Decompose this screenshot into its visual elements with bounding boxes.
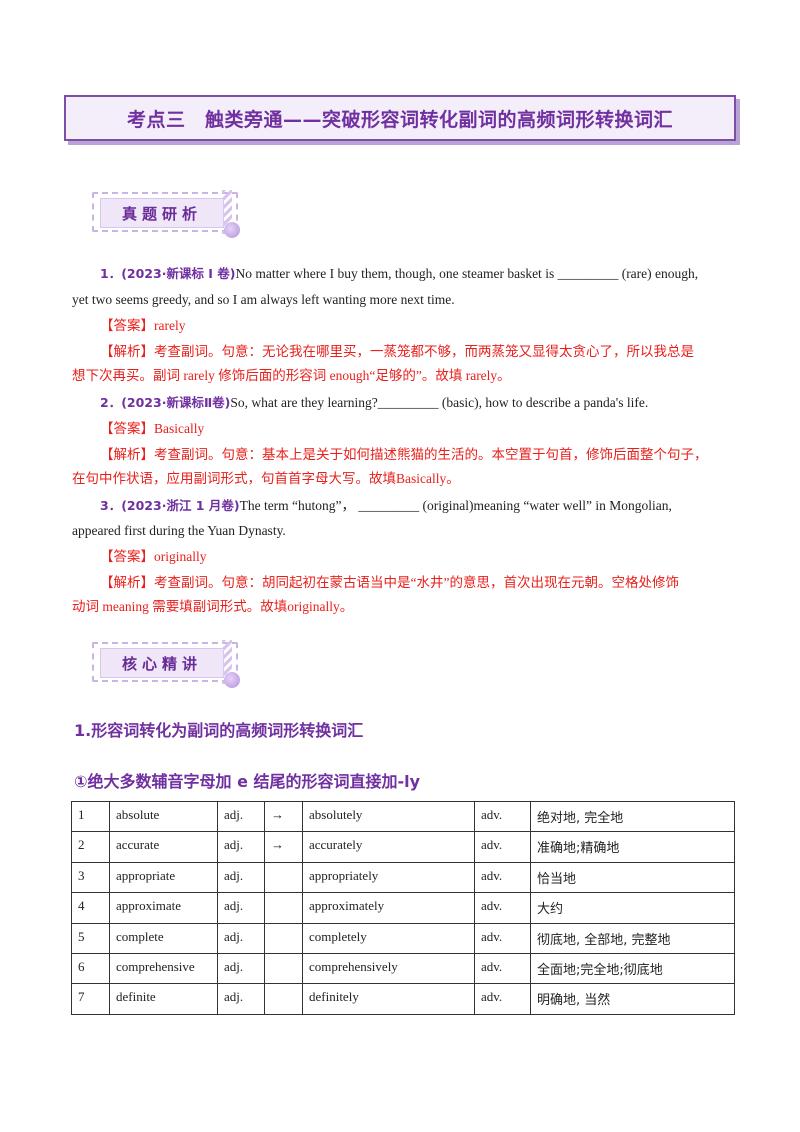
question-number: 1．(2023·新课标 I 卷) (100, 266, 236, 281)
cell-index: 5 (71, 922, 110, 954)
cell-adverb: completely (302, 922, 475, 954)
cell-arrow (264, 861, 303, 894)
section-subheading: ①绝大多数辅音字母加 e 结尾的形容词直接加-ly (74, 772, 421, 791)
cell-index: 6 (71, 952, 110, 985)
cell-index: 1 (71, 800, 110, 833)
question-3-line-2: appeared first during the Yuan Dynasty. (72, 523, 286, 538)
cell-arrow (264, 952, 303, 985)
analysis-1-line-1: 【解析】考查副词。句意：无论我在哪里买，一蒸笼都不够，而两蒸笼又显得太贪心了，所… (100, 344, 694, 359)
cell-arrow: → (264, 831, 303, 863)
cell-meaning: 恰当地 (530, 861, 735, 894)
question-number: 2．(2023·新课标Ⅱ卷) (100, 395, 231, 410)
cell-meaning: 准确地;精确地 (530, 831, 735, 863)
cell-adverb: absolutely (302, 800, 475, 833)
cell-adjective: comprehensive (109, 952, 218, 985)
answer-1: 【答案】rarely (100, 318, 186, 333)
page-title: 考点三 触类旁通——突破形容词转化副词的高频词形转换词汇 (126, 108, 673, 131)
badge-stripe (222, 640, 232, 684)
analysis-1-line-2: 想下次再买。副词 rarely 修饰后面的形容词 enough“足够的”。故填 … (72, 368, 511, 383)
question-1-line-2: yet two seems greedy, and so I am always… (72, 292, 455, 307)
question-2-line-1: 2．(2023·新课标Ⅱ卷)So, what are they learning… (100, 393, 760, 413)
cell-meaning: 绝对地, 完全地 (530, 800, 735, 833)
badge-label: 真题研析 (121, 204, 202, 223)
cell-adverb: comprehensively (302, 952, 475, 985)
analysis-2-line-1: 【解析】考查副词。句意：基本上是关于如何描述熊猫的生活的。本空置于句首，修饰后面… (100, 447, 708, 462)
cell-adjective: approximate (109, 892, 218, 924)
cell-adv-pos: adv. (474, 983, 531, 1015)
cell-adv-pos: adv. (474, 952, 531, 985)
cell-arrow (264, 922, 303, 954)
cell-adv-pos: adv. (474, 922, 531, 954)
answer-3: 【答案】originally (100, 549, 207, 564)
cell-adj-pos: adj. (217, 922, 265, 954)
badge-frame (92, 192, 238, 232)
cell-adverb: appropriately (302, 861, 475, 894)
cell-index: 7 (71, 983, 110, 1015)
badge-inner: 核心精讲 (100, 648, 224, 678)
question-text: So, what are they learning?_________ (ba… (230, 395, 649, 410)
question-1-line-1: 1．(2023·新课标 I 卷)No matter where I buy th… (100, 264, 760, 284)
cell-adjective: absolute (109, 800, 218, 833)
analysis-3-line-1: 【解析】考查副词。句意：胡同起初在蒙古语当中是“水井”的意思，首次出现在元朝。空… (100, 575, 679, 590)
cell-adjective: appropriate (109, 861, 218, 894)
cell-index: 3 (71, 861, 110, 894)
badge-dot-icon (224, 222, 240, 238)
cell-arrow: → (264, 800, 303, 833)
cell-meaning: 大约 (530, 892, 735, 924)
cell-meaning: 彻底地, 全部地, 完整地 (530, 922, 735, 954)
analysis-3-line-2: 动词 meaning 需要填副词形式。故填originally。 (72, 599, 354, 614)
cell-adv-pos: adv. (474, 892, 531, 924)
cell-adj-pos: adj. (217, 800, 265, 833)
badge-inner: 真题研析 (100, 198, 224, 228)
question-3-line-1: 3．(2023·浙江 1 月卷)The term “hutong”， _____… (100, 496, 760, 516)
badge-dot-icon (224, 672, 240, 688)
cell-adv-pos: adv. (474, 800, 531, 833)
cell-adj-pos: adj. (217, 892, 265, 924)
answer-2: 【答案】Basically (100, 421, 205, 436)
badge-stripe (222, 190, 232, 234)
badge-real-exam: 真题研析 (88, 188, 240, 238)
badge-frame (92, 642, 238, 682)
section-heading: 1.形容词转化为副词的高频词形转换词汇 (74, 721, 364, 740)
cell-adjective: accurate (109, 831, 218, 863)
analysis-2-line-2: 在句中作状语，应用副词形式，句首首字母大写。故填Basically。 (72, 471, 460, 486)
cell-adverb: approximately (302, 892, 475, 924)
question-text: The term “hutong”， _________ (original)m… (239, 498, 672, 513)
cell-adjective: complete (109, 922, 218, 954)
cell-adjective: definite (109, 983, 218, 1015)
cell-meaning: 明确地, 当然 (530, 983, 735, 1015)
cell-adj-pos: adj. (217, 952, 265, 985)
cell-index: 4 (71, 892, 110, 924)
cell-adv-pos: adv. (474, 831, 531, 863)
cell-adj-pos: adj. (217, 831, 265, 863)
cell-adj-pos: adj. (217, 983, 265, 1015)
cell-adverb: definitely (302, 983, 475, 1015)
cell-adj-pos: adj. (217, 861, 265, 894)
cell-adv-pos: adv. (474, 861, 531, 894)
cell-arrow (264, 892, 303, 924)
cell-arrow (264, 983, 303, 1015)
badge-label: 核心精讲 (121, 654, 202, 673)
cell-index: 2 (71, 831, 110, 863)
badge-core: 核心精讲 (88, 638, 240, 688)
section-title-box: 考点三 触类旁通——突破形容词转化副词的高频词形转换词汇 (64, 95, 736, 141)
question-text: No matter where I buy them, though, one … (235, 266, 699, 281)
question-number: 3．(2023·浙江 1 月卷) (100, 498, 240, 513)
cell-meaning: 全面地;完全地;彻底地 (530, 952, 735, 985)
cell-adverb: accurately (302, 831, 475, 863)
